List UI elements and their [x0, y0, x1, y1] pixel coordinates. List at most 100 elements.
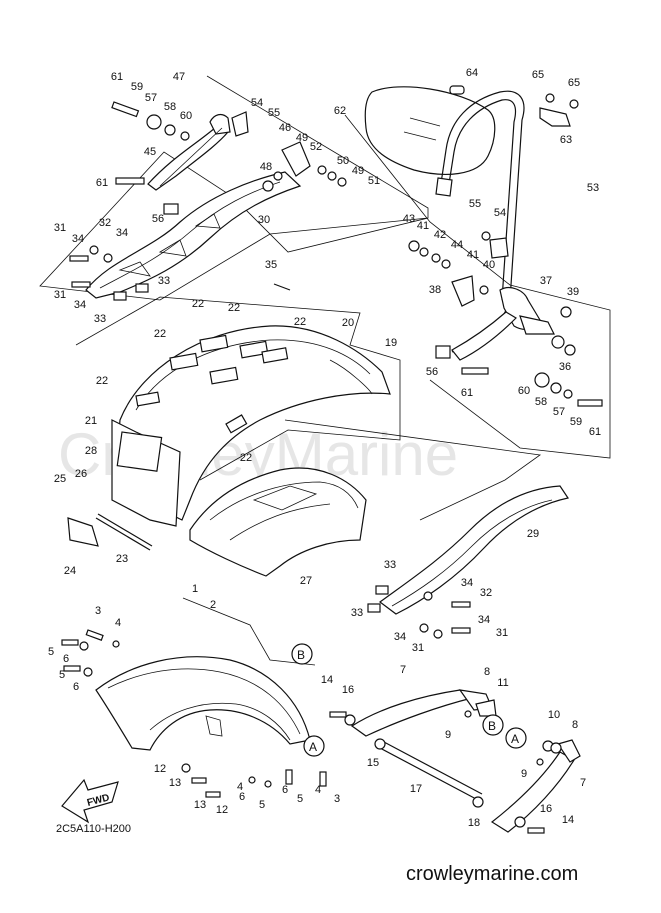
callout-22: 22: [240, 452, 252, 464]
callout-61: 61: [111, 71, 123, 83]
fender-stay-upper: [350, 689, 474, 737]
callout-40: 40: [483, 259, 495, 271]
ref-b-marker-right: B: [482, 714, 504, 736]
callout-20: 20: [342, 317, 354, 329]
callout-43: 43: [403, 213, 415, 225]
callout-33: 33: [384, 559, 396, 571]
callout-49: 49: [296, 132, 308, 144]
callout-39: 39: [567, 286, 579, 298]
diagram-code: 2C5A110-H200: [56, 823, 131, 835]
right-small-bracket: [451, 275, 475, 307]
callout-30: 30: [258, 214, 270, 226]
callout-5: 5: [59, 669, 65, 681]
callout-16: 16: [540, 803, 552, 815]
callout-5: 5: [48, 646, 54, 658]
callout-7: 7: [580, 777, 586, 789]
callout-21: 21: [85, 415, 97, 427]
lower-right-fasteners: [367, 585, 471, 639]
callout-13: 13: [169, 777, 181, 789]
callout-5: 5: [259, 799, 265, 811]
frame-rear-fender: [75, 296, 401, 481]
inner-fender: [189, 467, 367, 577]
callout-44: 44: [451, 239, 463, 251]
callout-46: 46: [279, 122, 291, 134]
callout-34: 34: [116, 227, 128, 239]
callout-37: 37: [540, 275, 552, 287]
callout-4: 4: [237, 781, 243, 793]
callout-56: 56: [152, 213, 164, 225]
callout-4: 4: [115, 617, 121, 629]
callout-36: 36: [559, 361, 571, 373]
callout-61: 61: [461, 387, 473, 399]
callout-32: 32: [480, 587, 492, 599]
callout-3: 3: [334, 793, 340, 805]
svg-text:B: B: [488, 719, 496, 733]
callout-28: 28: [85, 445, 97, 457]
callout-60: 60: [180, 110, 192, 122]
callout-54: 54: [251, 97, 263, 109]
callout-52: 52: [310, 141, 322, 153]
callout-55: 55: [268, 107, 280, 119]
callout-2: 2: [210, 599, 216, 611]
callout-24: 24: [64, 565, 76, 577]
frame-inner-fender: [284, 419, 542, 521]
front-fender: [95, 656, 311, 751]
callout-18: 18: [468, 817, 480, 829]
callout-16: 16: [342, 684, 354, 696]
upper-left-fasteners: [69, 101, 347, 301]
callout-31: 31: [54, 222, 66, 234]
callout-8: 8: [484, 666, 490, 678]
callout-11: 11: [497, 677, 508, 689]
callout-25: 25: [54, 473, 66, 485]
callout-60: 60: [518, 385, 530, 397]
callout-34: 34: [461, 577, 473, 589]
callout-57: 57: [553, 406, 565, 418]
callout-12: 12: [154, 763, 166, 775]
right-side-bracket: [378, 485, 569, 615]
callout-4: 4: [315, 784, 321, 796]
callout-42: 42: [434, 229, 446, 241]
callout-56: 56: [426, 366, 438, 378]
callout-55: 55: [469, 198, 481, 210]
callout-31: 31: [54, 289, 66, 301]
callout-22: 22: [294, 316, 306, 328]
callout-5: 5: [297, 793, 303, 805]
callout-7: 7: [400, 664, 406, 676]
frame-upper-left: [39, 75, 429, 301]
callout-41: 41: [417, 220, 429, 232]
fender-pads: [135, 334, 289, 434]
callout-49: 49: [352, 165, 364, 177]
svg-text:B: B: [297, 648, 305, 662]
svg-text:A: A: [511, 732, 519, 746]
callout-33: 33: [158, 275, 170, 287]
callout-51: 51: [368, 175, 380, 187]
axle-shaft: [379, 747, 479, 801]
callout-9: 9: [521, 768, 527, 780]
callout-64: 64: [466, 67, 478, 79]
callout-14: 14: [321, 674, 333, 686]
callout-58: 58: [535, 396, 547, 408]
ref-b-marker: B: [291, 643, 313, 665]
emblem-strip: [273, 283, 291, 291]
front-fender-fasteners: [61, 629, 327, 798]
backrest-cap: [449, 85, 465, 95]
callout-27: 27: [300, 575, 312, 587]
callout-61: 61: [96, 177, 108, 189]
callout-15: 15: [367, 757, 379, 769]
callout-9: 9: [445, 729, 451, 741]
callout-3: 3: [95, 605, 101, 617]
callout-1: 1: [192, 583, 198, 595]
stay-fasteners: [329, 699, 562, 834]
callout-31: 31: [412, 642, 424, 654]
callout-6: 6: [239, 791, 245, 803]
callout-29: 29: [527, 528, 539, 540]
callout-45: 45: [144, 146, 156, 158]
callout-12: 12: [216, 804, 228, 816]
callout-35: 35: [265, 259, 277, 271]
callout-26: 26: [75, 468, 87, 480]
callout-63: 63: [560, 134, 572, 146]
callout-65: 65: [532, 69, 544, 81]
backrest-clip: [539, 107, 571, 127]
